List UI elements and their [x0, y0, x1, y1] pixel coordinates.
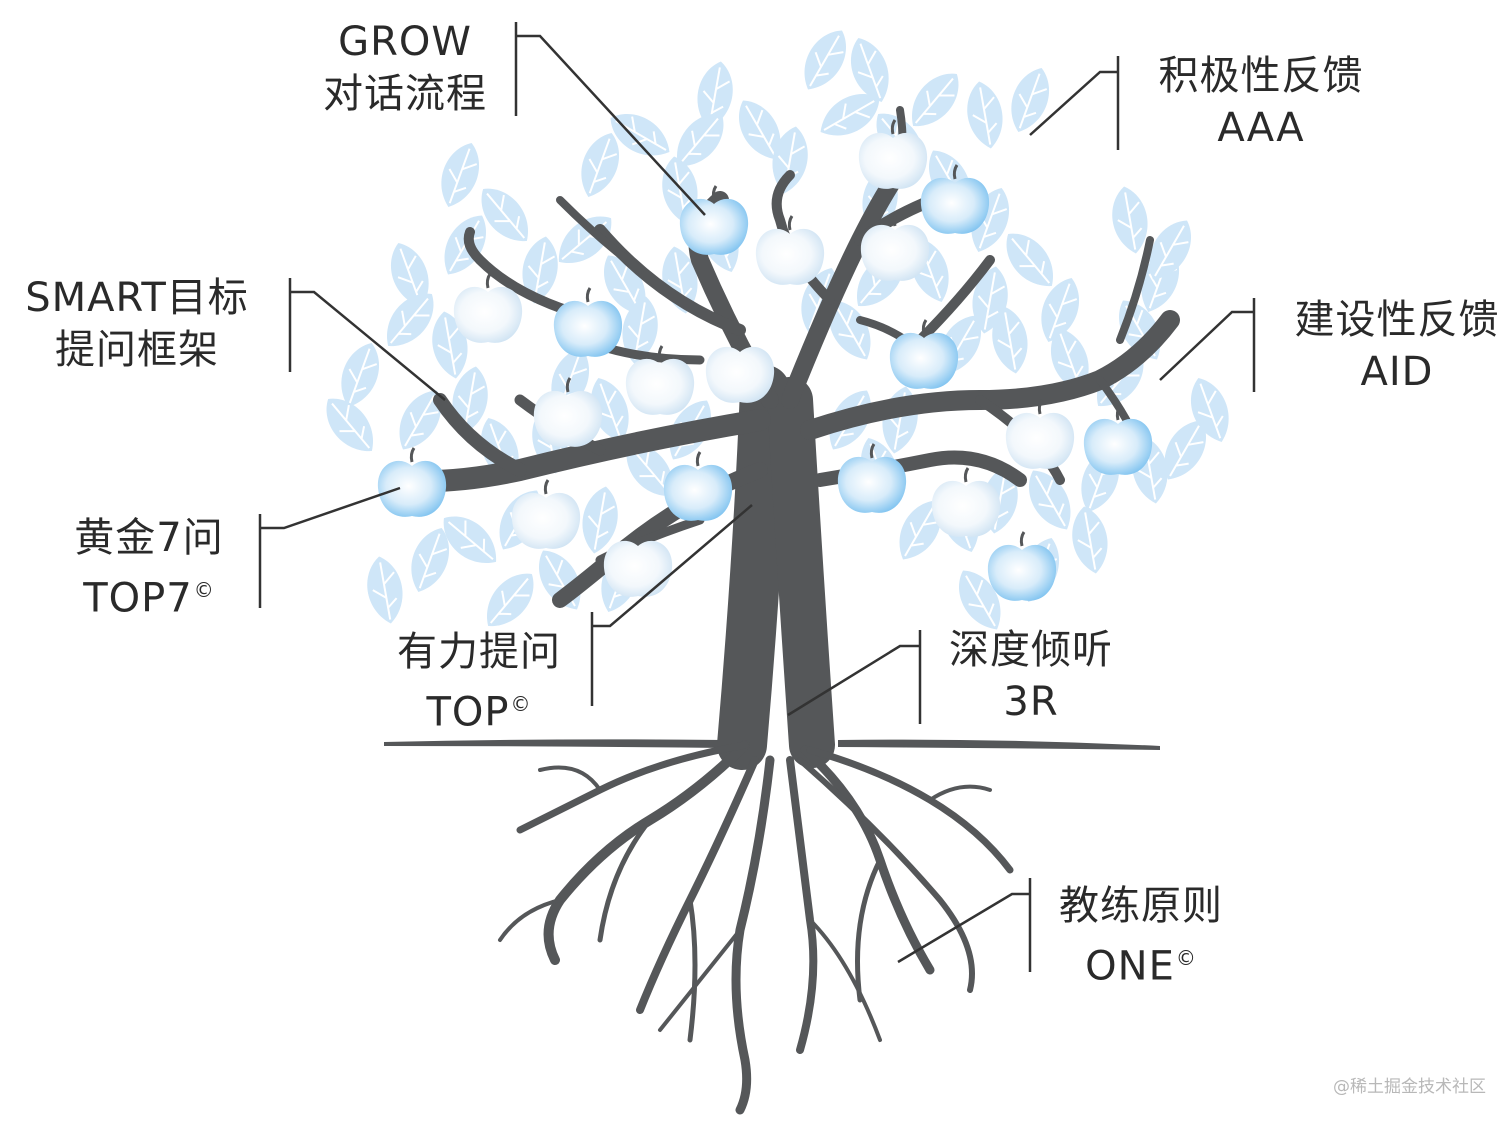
label-golden-7: 黄金7问 TOP7© — [68, 512, 230, 624]
copyright-mark: © — [1175, 946, 1197, 970]
label-coaching-principle: 教练原则 ONE© — [1050, 880, 1232, 992]
leaf — [829, 300, 871, 360]
apple-blue — [553, 287, 623, 357]
leaf — [443, 516, 497, 563]
copyright-mark: © — [510, 692, 532, 716]
apple-blue — [663, 451, 733, 521]
apple-light — [625, 345, 695, 415]
leaf — [622, 296, 658, 364]
apple-light — [860, 211, 930, 281]
leaf — [1112, 186, 1148, 254]
leaf — [959, 570, 1001, 630]
apple-blue — [920, 164, 990, 234]
leaf — [697, 61, 733, 129]
label-power-line2: TOP — [426, 689, 510, 736]
leaf — [1006, 233, 1053, 287]
leaf — [739, 100, 781, 160]
leaf — [967, 81, 1003, 149]
leaf — [390, 243, 429, 307]
apple-blue — [679, 185, 749, 255]
leaf — [772, 126, 808, 194]
label-smart-line2: 提问框架 — [55, 327, 219, 373]
leaf — [487, 573, 534, 627]
label-deep-listening: 深度倾听 3R — [940, 624, 1122, 728]
apple-light — [931, 467, 1001, 537]
leaf — [581, 133, 620, 197]
watermark: @稀土掘金技术社区 — [1333, 1077, 1486, 1097]
label-principle-line1: 教练原则 — [1059, 883, 1223, 929]
apple-blue — [377, 447, 447, 517]
apple-light — [533, 377, 603, 447]
label-positive-feedback: 积极性反馈 AAA — [1146, 50, 1376, 154]
leaf — [1149, 220, 1191, 280]
leaf — [326, 398, 373, 452]
leaf — [341, 343, 380, 407]
label-positive-line1: 积极性反馈 — [1158, 53, 1364, 99]
label-gold-line1: 黄金7问 — [74, 515, 224, 561]
label-positive-line2: AAA — [1217, 105, 1305, 151]
label-construct-line2: AID — [1360, 349, 1434, 395]
leaf — [441, 143, 480, 207]
apple-light — [705, 333, 775, 403]
apple-light — [1005, 399, 1075, 469]
leaf — [677, 113, 724, 167]
apple-blue — [1083, 405, 1153, 475]
leaf — [367, 556, 403, 624]
apple-light — [603, 527, 673, 597]
leaf — [1072, 506, 1108, 574]
leaf — [481, 188, 528, 242]
leaf — [522, 236, 558, 304]
apple-group — [377, 119, 1153, 601]
leaf — [626, 443, 673, 497]
label-power-line1: 有力提问 — [397, 629, 561, 675]
apple-light — [755, 215, 825, 285]
leaf — [399, 390, 441, 450]
label-grow-line1: GROW — [338, 19, 472, 65]
apple-blue — [889, 319, 959, 389]
apple-light — [453, 273, 523, 343]
label-principle-line2: ONE — [1085, 943, 1175, 990]
leaf — [582, 486, 618, 554]
label-grow: GROW 对话流程 — [312, 16, 498, 120]
apple-blue — [987, 531, 1057, 601]
label-smart: SMART目标 提问框架 — [12, 272, 262, 376]
label-listen-line1: 深度倾听 — [949, 627, 1113, 673]
leaf — [899, 500, 941, 560]
leaf — [1029, 470, 1071, 530]
leaf — [912, 73, 959, 127]
leaf — [1041, 278, 1080, 342]
leaf — [850, 38, 889, 102]
label-gold-line2: TOP7 — [83, 575, 193, 622]
apple-light — [858, 119, 928, 189]
leaf — [992, 306, 1028, 374]
leaf — [820, 94, 880, 136]
apple-light — [511, 479, 581, 549]
leaf — [1011, 68, 1050, 132]
ground-line — [384, 739, 1160, 750]
label-constructive-feedback: 建设性反馈 AID — [1284, 294, 1510, 398]
tree-roots — [498, 740, 1014, 1115]
label-listen-line2: 3R — [1003, 679, 1059, 725]
apple-blue — [837, 443, 907, 513]
label-leader-lines — [258, 22, 1256, 972]
copyright-mark: © — [193, 578, 215, 602]
label-powerful-questions: 有力提问 TOP© — [386, 626, 572, 738]
label-grow-line2: 对话流程 — [323, 71, 487, 117]
label-smart-line1: SMART目标 — [25, 275, 249, 321]
leaf — [411, 528, 450, 592]
leaf — [387, 293, 434, 347]
leaf — [1050, 328, 1089, 392]
leaf — [1164, 420, 1206, 480]
leaf — [610, 114, 670, 156]
label-construct-line1: 建设性反馈 — [1294, 297, 1500, 343]
leaf — [804, 30, 846, 90]
